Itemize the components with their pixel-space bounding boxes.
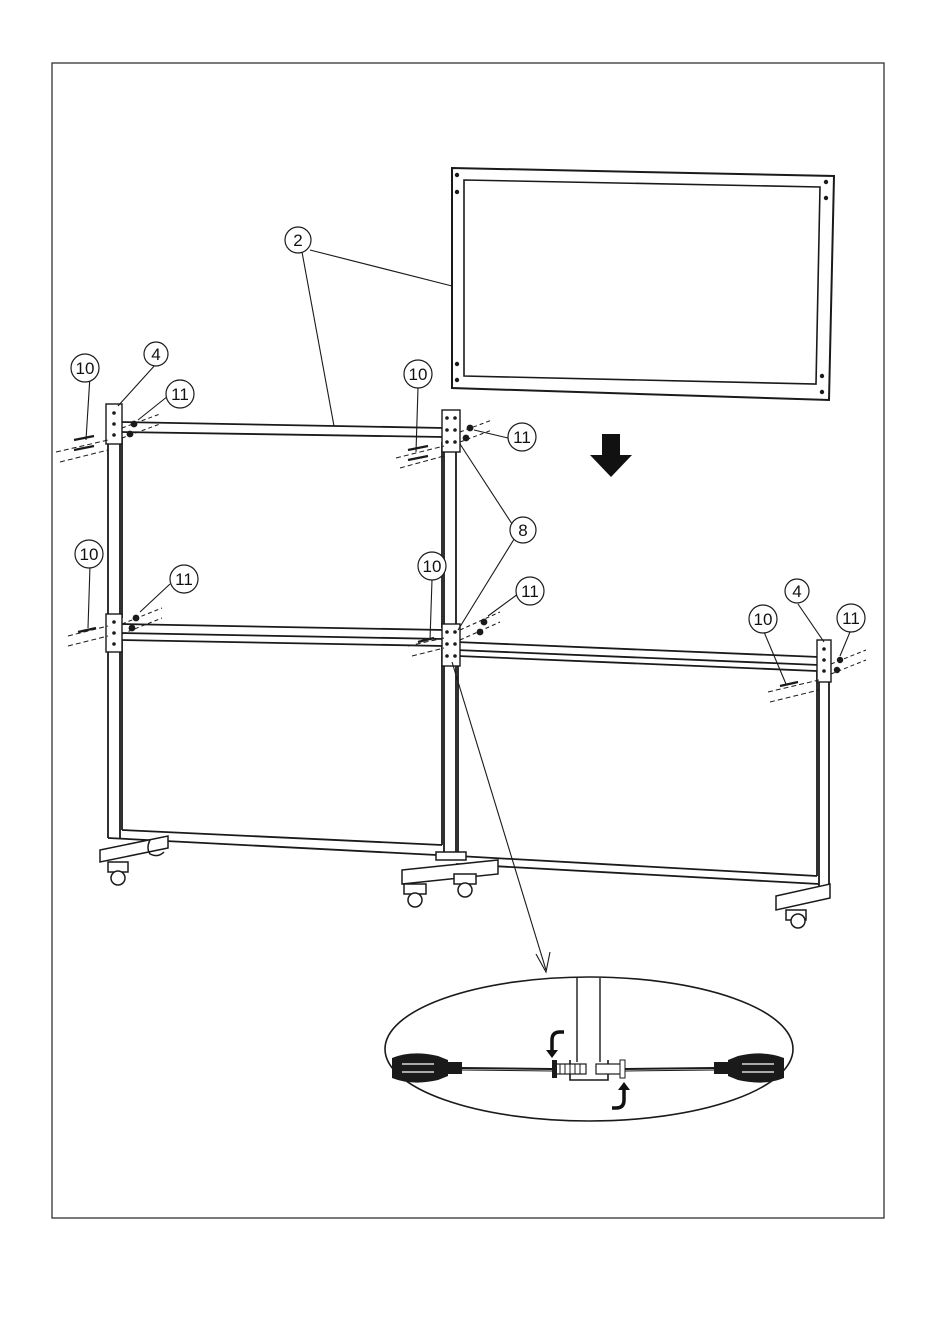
detail-magnified-view (385, 977, 793, 1121)
bracket-left-top (106, 404, 122, 444)
callout-11-e: 11 (837, 604, 865, 632)
callout-10-c-label: 10 (80, 545, 99, 564)
arrow-down-icon (590, 434, 632, 477)
callout-10-d-label: 10 (423, 557, 442, 576)
callout-10-b-label: 10 (409, 365, 428, 384)
callout-10-d: 10 (418, 552, 446, 580)
callout-11-a: 11 (166, 380, 194, 408)
bracket-left-mid (106, 614, 122, 652)
callout-11-e-label: 11 (842, 609, 860, 628)
callout-11-d: 11 (516, 577, 544, 605)
callout-4-right-label: 4 (792, 582, 801, 601)
bracket-center-mid (442, 624, 460, 666)
callout-4-right: 4 (785, 579, 809, 603)
callout-10-b: 10 (404, 360, 432, 388)
bracket-right-mid (817, 640, 831, 682)
callout-10-a: 10 (71, 354, 99, 382)
callout-11-c-label: 11 (175, 570, 193, 589)
callout-8: 8 (510, 517, 536, 543)
casters (100, 836, 830, 928)
callout-10-a-label: 10 (76, 359, 95, 378)
left-screen (108, 405, 456, 856)
callout-2: 2 (285, 227, 311, 253)
callout-4-left-label: 4 (151, 345, 160, 364)
callout-4-left: 4 (144, 342, 168, 366)
callout-11-c: 11 (170, 565, 198, 593)
detached-panel (452, 168, 834, 400)
callout-11-d-label: 11 (521, 582, 539, 601)
callout-11-b: 11 (508, 423, 536, 451)
right-screen (456, 640, 829, 890)
callout-10-e: 10 (749, 605, 777, 633)
bracket-center-top (442, 410, 460, 452)
callout-11-b-label: 11 (513, 428, 531, 447)
screws-and-bolts (56, 414, 866, 702)
callout-10-e-label: 10 (754, 610, 773, 629)
callout-8-label: 8 (518, 521, 527, 540)
callout-11-a-label: 11 (171, 385, 189, 404)
callout-10-c: 10 (75, 540, 103, 568)
callout-2-label: 2 (293, 231, 302, 250)
